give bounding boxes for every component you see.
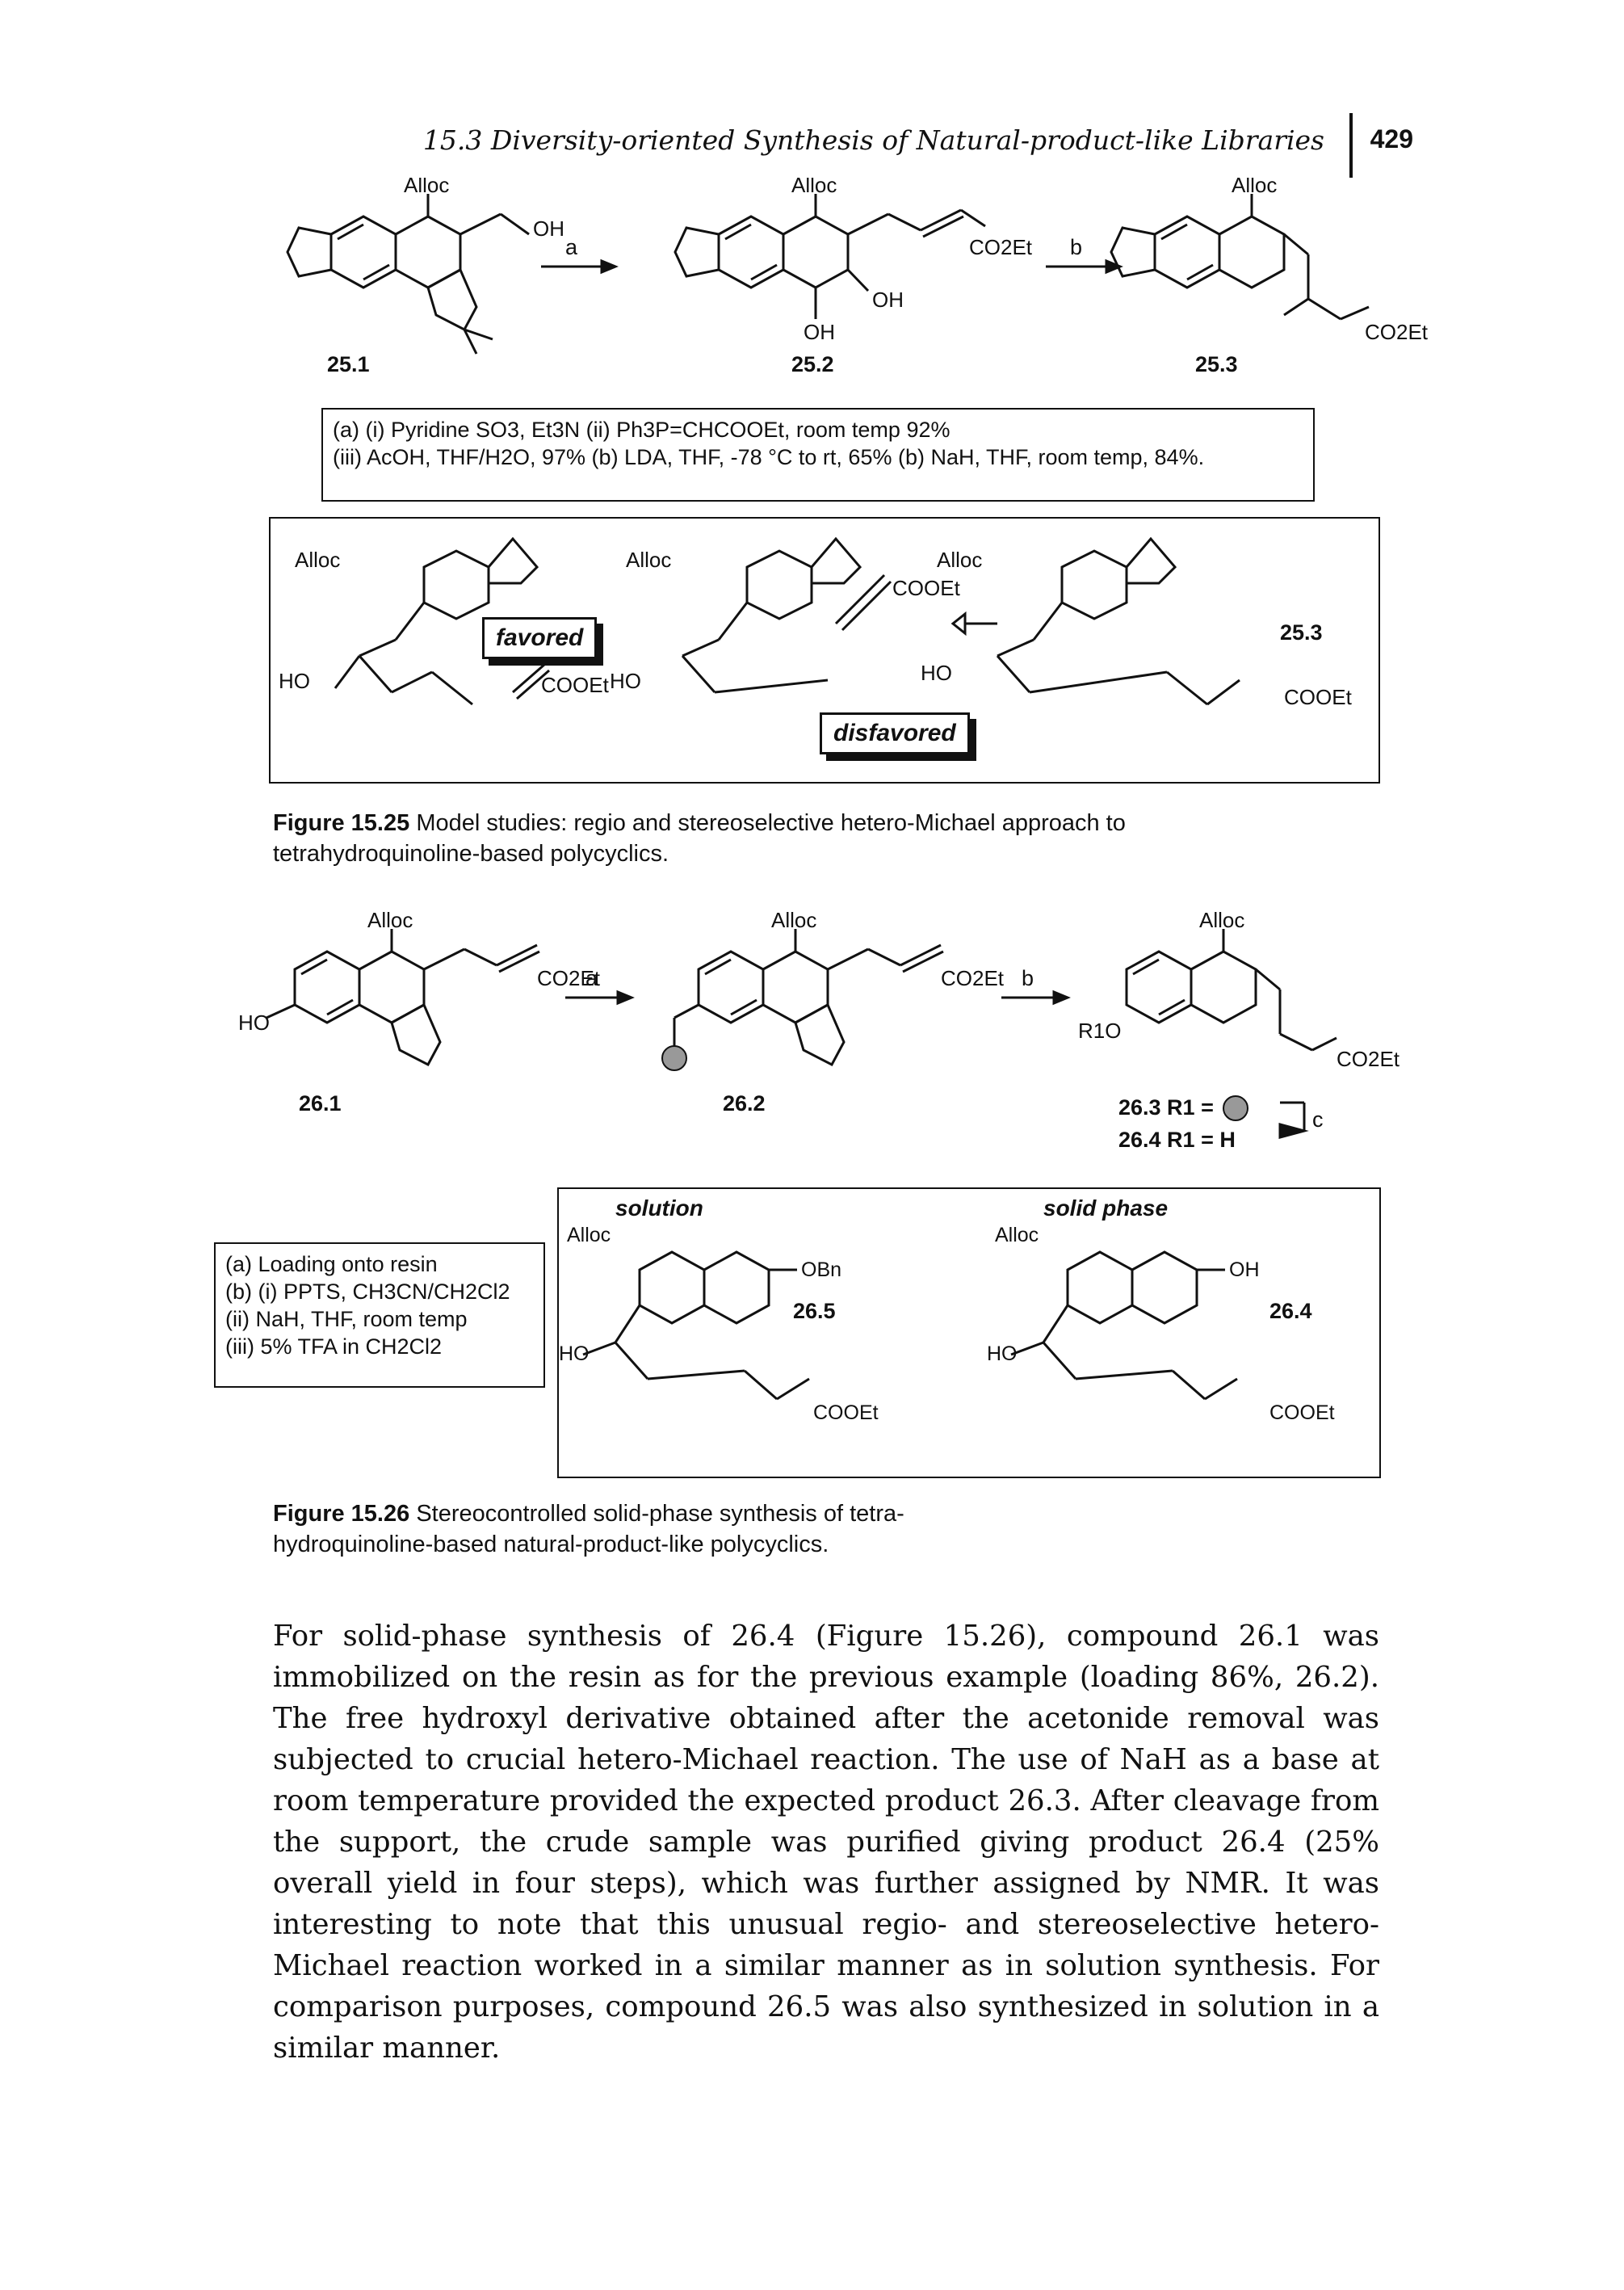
co2et-label-26-3: CO2Et [1337,1047,1400,1071]
solution-solid-box: solution solid phase Alloc OBn 26.5 HO C… [557,1187,1381,1478]
step-c-label: c [1312,1107,1324,1132]
solution-solid-drawing: Alloc OBn 26.5 HO COOEt Alloc OH 26.4 HO… [559,1224,1335,1424]
figure-15-26-text: Stereocontrolled solid-phase synthesis o… [273,1501,904,1557]
figure-15-25-text: Model studies: regio and stereoselective… [273,810,1126,867]
header-rule [1349,113,1353,178]
co2et-label-25-3: CO2Et [1365,320,1429,344]
oh2-label-25-2: OH [872,288,904,312]
benzene-ring-25-1 [329,215,397,289]
solid-oh: OH [1229,1258,1260,1281]
model-ho-left: HO [279,669,310,693]
ho-label-26-1: HO [238,1011,270,1035]
model-alloc-middle: Alloc [626,548,671,572]
conditions-26-iii: (iii) 5% TFA in CH2Cl2 [225,1334,443,1359]
model-ho-middle: HO [610,669,641,693]
conditions-26-b: (b) (i) PPTS, CH3CN/CH2Cl2 [225,1279,510,1304]
arrow-b-label: b [1070,235,1082,259]
conditions-26-ii: (ii) NaH, THF, room temp [225,1307,468,1331]
solid-alloc: Alloc [995,1224,1039,1246]
arrow-a2-label: a [585,966,598,990]
solution-label: solution [615,1195,703,1221]
compound-26-5-label: 26.5 [793,1299,836,1323]
resin-bead-legend [1223,1095,1248,1121]
compound-25-2-label: 25.2 [791,352,834,376]
alloc-label-25-3: Alloc [1232,178,1277,197]
running-title: 15.3 Diversity-oriented Synthesis of Nat… [422,124,1324,156]
model-study-drawing: Alloc HO COOEt Alloc HO COOEt Alloc HO 2… [279,536,1353,709]
alloc-label-26-1: Alloc [367,908,413,932]
compound-26-1-label: 26.1 [299,1091,342,1116]
compound-25-1-label: 25.1 [327,352,370,376]
scheme-25-conditions: (a) (i) Pyridine SO3, Et3N (ii) Ph3P=CHC… [321,408,1315,502]
resin-bead-26-2 [661,1045,687,1071]
scheme-26-reaction: Alloc HO CO2Et 26.1 a Alloc CO2Et 26.2 b… [238,908,1400,1152]
obn-label: OBn [801,1258,841,1281]
model-alloc-right: Alloc [937,548,982,572]
solid-phase-label: solid phase [1043,1195,1169,1221]
solution-ho: HO [559,1342,590,1365]
co2et-label-25-2: CO2Et [969,235,1033,259]
alloc-label-26-3: Alloc [1199,908,1244,932]
compound-26-2-label: 26.2 [723,1091,766,1116]
alloc-label-25-2: Alloc [791,178,837,197]
disfavored-tag: disfavored [820,712,970,754]
scheme-26-conditions: (a) Loading onto resin (b) (i) PPTS, CH3… [214,1242,545,1388]
oh-label-25-1: OH [533,216,564,241]
conditions-line-1: (a) (i) Pyridine SO3, Et3N (ii) Ph3P=CHC… [333,418,950,442]
solution-alloc: Alloc [567,1224,611,1246]
model-study-box: Alloc HO COOEt Alloc HO COOEt Alloc HO 2… [269,517,1380,784]
favored-tag: favored [482,617,598,659]
model-compound-25-3: 25.3 [1280,620,1323,645]
page-number: 429 [1370,124,1413,153]
compound-26-3-line: 26.3 R1 = [1118,1095,1214,1120]
alloc-label-25-1: Alloc [404,178,449,197]
compound-25-3-label: 25.3 [1195,352,1238,376]
model-cooet-left: COOEt [541,673,610,697]
figure-15-26-caption: Figure 15.26 Stereocontrolled solid-phas… [273,1498,984,1560]
co2et-label-26-2: CO2Et [941,966,1005,990]
arrow-b2-label: b [1022,966,1034,990]
solution-cooet: COOEt [813,1401,879,1424]
conditions-26-a: (a) Loading onto resin [225,1252,438,1276]
running-header: 15.3 Diversity-oriented Synthesis of Nat… [423,113,1446,178]
model-alloc-left: Alloc [295,548,340,572]
arrow-a-label: a [565,235,578,259]
model-cooet-right: COOEt [1284,685,1353,709]
r1o-label: R1O [1078,1019,1121,1043]
alloc-label-26-2: Alloc [771,908,816,932]
solid-ho: HO [987,1342,1018,1365]
figure-15-26-label: Figure 15.26 [273,1501,410,1527]
scheme-25-reaction: Alloc OH 25.1 a Alloc CO2Et OH OH 25.2 b… [286,178,1429,376]
model-ho-right: HO [921,661,952,685]
model-cooet-middle: COOEt [892,576,961,600]
oh-label-25-2: OH [804,320,835,344]
dioxole-25-1 [286,226,333,278]
figure-15-25-label: Figure 15.25 [273,810,410,836]
solid-cooet: COOEt [1269,1401,1335,1424]
body-paragraph: For solid-phase synthesis of 26.4 (Figur… [273,1620,1379,2065]
compound-26-4-line: 26.4 R1 = H [1118,1128,1236,1152]
conditions-line-2: (iii) AcOH, THF/H2O, 97% (b) LDA, THF, -… [333,445,1205,469]
compound-26-4-label: 26.4 [1269,1299,1312,1323]
co2et-label-26-1: CO2Et [537,966,601,990]
figure-15-25-caption: Figure 15.25 Model studies: regio and st… [273,808,1129,869]
